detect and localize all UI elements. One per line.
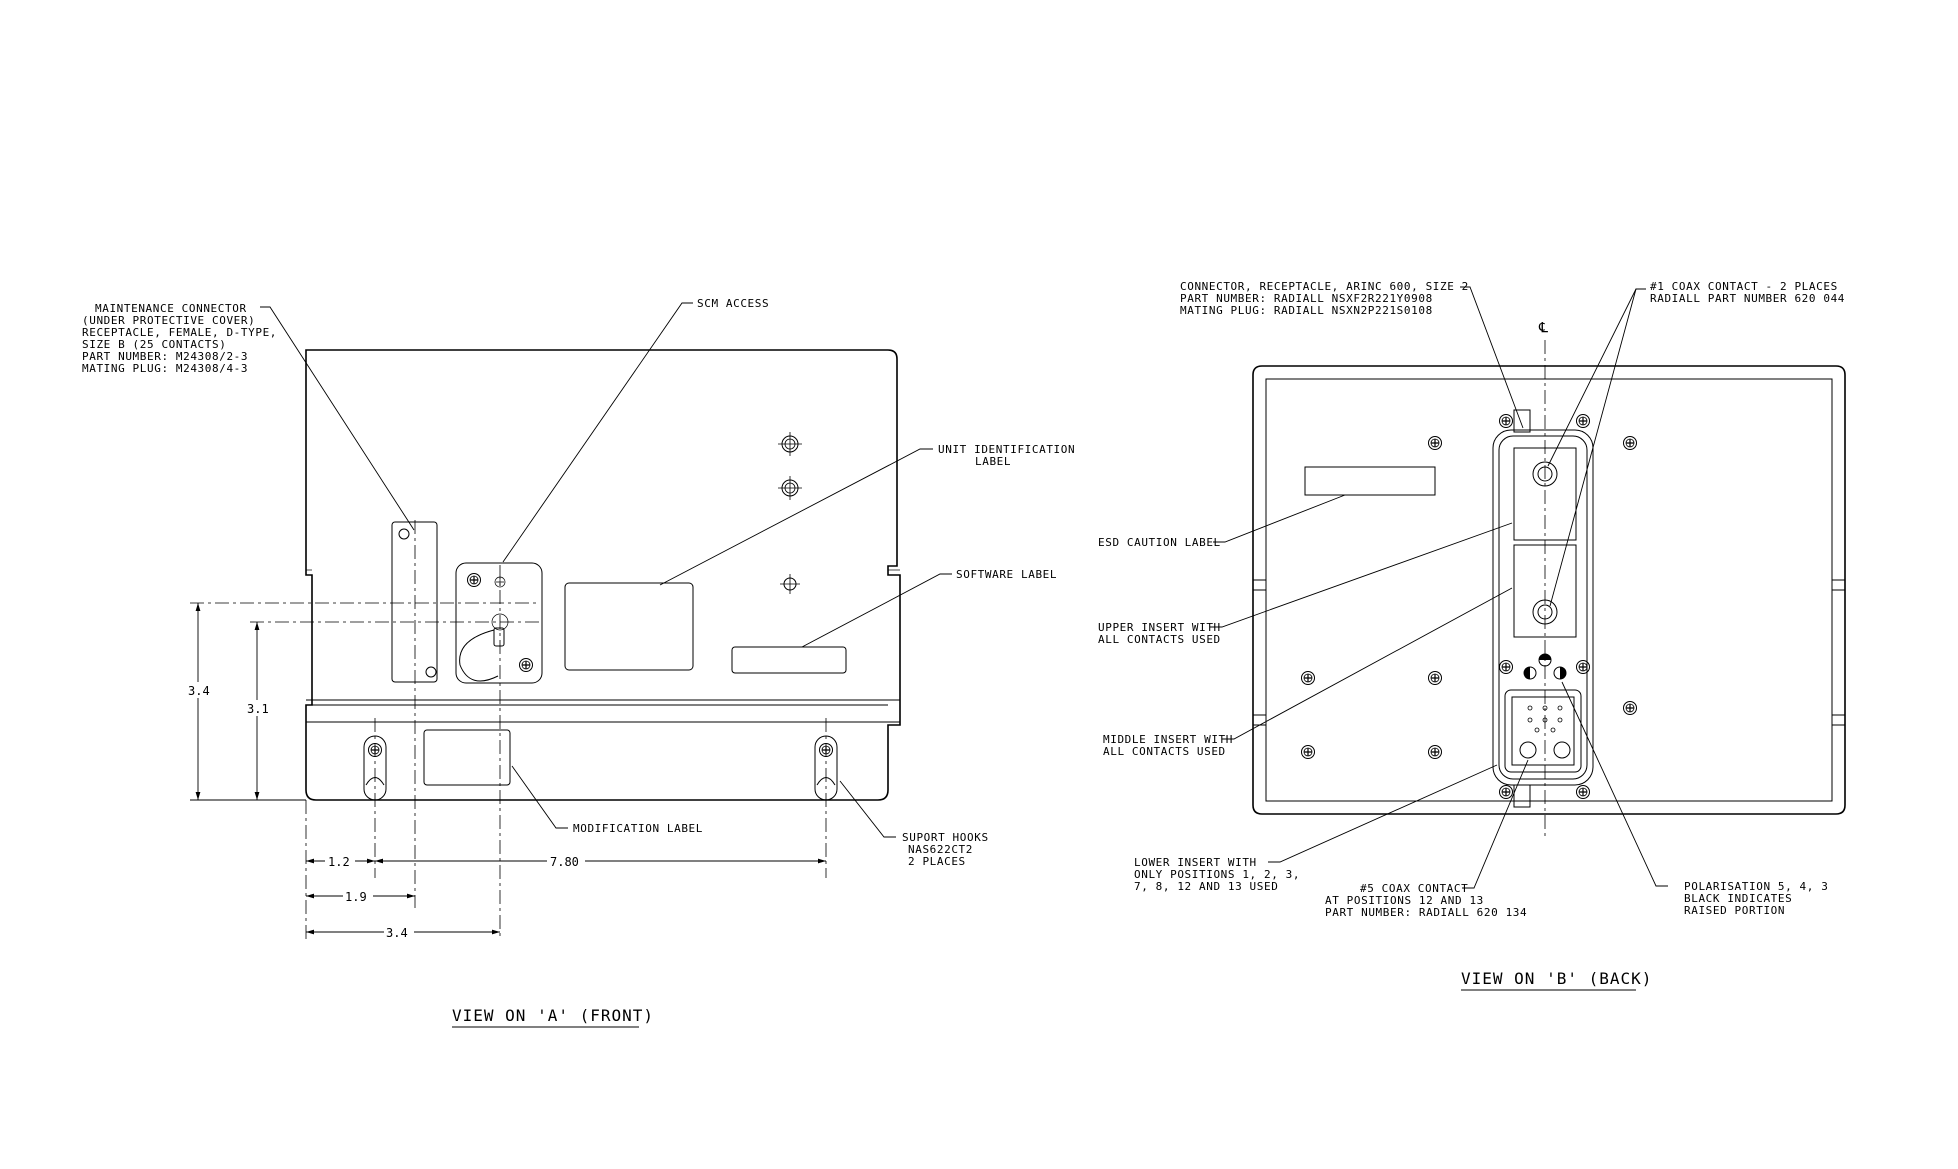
maintenance-connector-cover	[391, 521, 438, 683]
modification-label-callout: MODIFICATION LABEL	[573, 822, 703, 835]
dimension-height-inner: 3.1	[247, 702, 269, 716]
dimension-horiz-4: 3.4	[386, 926, 408, 940]
coax-contact-5-callout: #5 COAX CONTACT AT POSITIONS 12 AND 13 P…	[1325, 882, 1527, 919]
coax-contact-1-callout: #1 COAX CONTACT - 2 PLACES RADIALL PART …	[1650, 280, 1845, 305]
esd-caution-label-area	[1304, 466, 1436, 496]
arinc-connector	[1492, 409, 1594, 808]
polarisation-callout: POLARISATION 5, 4, 3 BLACK INDICATES RAI…	[1684, 880, 1836, 917]
modification-label-area	[423, 729, 511, 786]
dimension-horiz-1: 1.2	[328, 855, 350, 869]
maintenance-connector-callout: MAINTENANCE CONNECTOR (UNDER PROTECTIVE …	[82, 302, 284, 375]
front-view: 3.4 3.1 1.2 7.80 1.9 3.4 MAINTENANCE CON…	[82, 297, 1082, 1028]
middle-insert-callout: MIDDLE INSERT WITH ALL CONTACTS USED	[1103, 733, 1240, 758]
back-view: ℄ CONNECTOR, RECEPTACLE, ARINC 600, SIZE…	[1098, 280, 1846, 991]
dimension-height-outer: 3.4	[188, 684, 210, 698]
front-body-outline	[305, 349, 901, 801]
target-mark-icon	[777, 475, 803, 501]
dimension-horiz-3: 1.9	[345, 890, 367, 904]
unit-identification-label-area	[564, 582, 694, 671]
scm-access-callout: SCM ACCESS	[697, 297, 769, 310]
lower-insert-callout: LOWER INSERT WITH ONLY POSITIONS 1, 2, 3…	[1134, 856, 1307, 893]
dimension-horiz-2: 7.80	[550, 855, 579, 869]
scm-access-panel	[455, 562, 543, 684]
software-label-callout: SOFTWARE LABEL	[956, 568, 1057, 581]
unit-identification-label-callout: UNIT IDENTIFICATION LABEL	[938, 443, 1082, 468]
esd-caution-label-callout: ESD CAUTION LABEL	[1098, 536, 1221, 549]
back-body-outline	[1252, 365, 1846, 815]
back-view-title: VIEW ON 'B' (BACK)	[1461, 969, 1652, 988]
target-mark-icon	[780, 574, 800, 594]
upper-insert-callout: UPPER INSERT WITH ALL CONTACTS USED	[1098, 621, 1228, 646]
centerline-symbol: ℄	[1538, 320, 1548, 336]
connector-callout: CONNECTOR, RECEPTACLE, ARINC 600, SIZE 2…	[1180, 280, 1476, 317]
target-mark-icon	[777, 431, 803, 457]
software-label-area	[731, 646, 847, 674]
support-hooks-callout: SUPORT HOOKS NAS622CT2 2 PLACES	[902, 831, 996, 868]
front-view-title: VIEW ON 'A' (FRONT)	[452, 1006, 654, 1025]
